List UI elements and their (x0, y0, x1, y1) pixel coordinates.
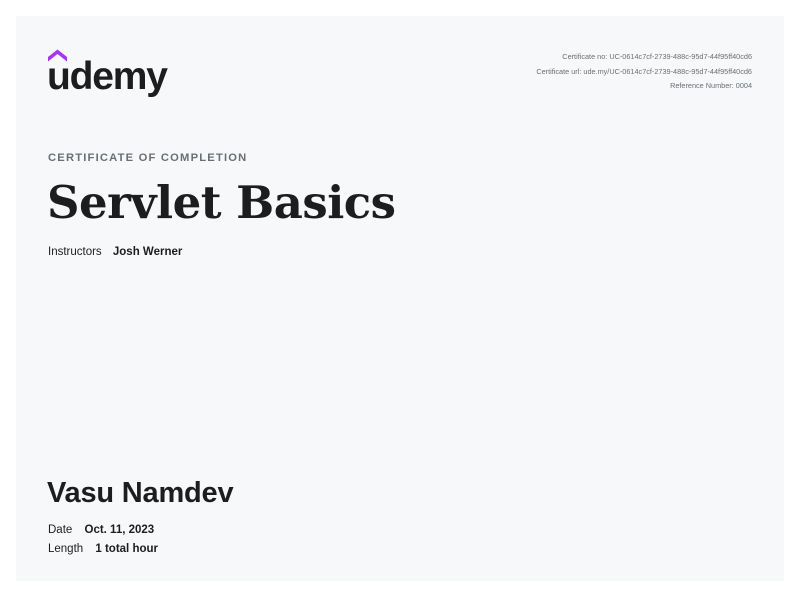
instructors-label: Instructors (48, 246, 102, 258)
date-line: Date Oct. 11, 2023 (48, 524, 154, 536)
length-value: 1 total hour (95, 543, 159, 555)
certificate-meta: Certificate no: UC-0614c7cf-2739-488c-95… (536, 50, 752, 94)
certificate-number: Certificate no: UC-0614c7cf-2739-488c-95… (562, 52, 752, 61)
length-label: Length (48, 543, 84, 555)
instructors-line: Instructors Josh Werner (48, 246, 182, 258)
udemy-logo-graphic: udemy (48, 49, 169, 97)
udemy-wordmark: udemy (48, 55, 168, 97)
date-label: Date (48, 524, 73, 536)
certificate-url[interactable]: Certificate url: ude.my/UC-0614c7cf-2739… (536, 66, 752, 76)
length-line: Length 1 total hour (48, 543, 158, 555)
date-value: Oct. 11, 2023 (84, 524, 155, 536)
certificate-card: udemy Certificate no: UC-0614c7cf-2739-4… (16, 16, 784, 581)
recipient-name: Vasu Namdev (47, 477, 234, 509)
certificate-eyebrow: CERTIFICATE OF COMPLETION (48, 152, 248, 164)
instructors-value: Josh Werner (112, 246, 183, 258)
udemy-roof-mark (48, 49, 67, 62)
course-title: Servlet Basics (47, 176, 396, 229)
reference-number: Reference Number: 0004 (670, 81, 752, 90)
udemy-logo: udemy (48, 47, 178, 97)
